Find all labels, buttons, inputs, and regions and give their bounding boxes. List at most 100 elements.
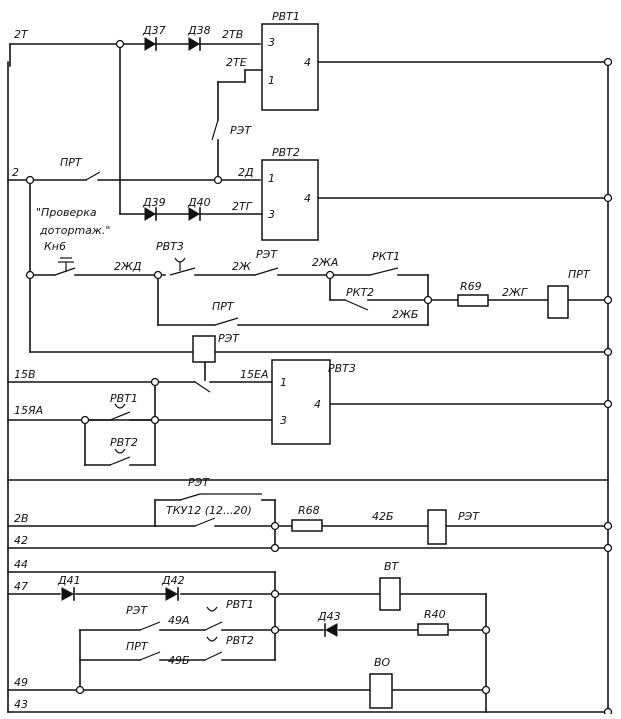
contact-rkt2: [344, 299, 369, 311]
pin-rvt2-4: 4: [304, 192, 311, 205]
label-ret-3: РЭТ: [188, 476, 210, 489]
relay-rvt1-box: [261, 23, 319, 111]
label-node-2TV: 2ТВ: [222, 28, 243, 41]
junction: [603, 57, 613, 67]
label-ret-1: РЭТ: [230, 124, 252, 137]
contact-ret-49a: [139, 621, 161, 631]
label-d37: Д37: [142, 24, 166, 37]
junction: [25, 175, 35, 185]
label-d41: Д41: [57, 574, 81, 587]
junction: [270, 589, 280, 599]
contact-rvt2-15: [109, 456, 131, 466]
labels: 2Т 2 15В 15ЯА 2В 42 44 47 49 43 2ТВ 2ТЕ …: [12, 10, 591, 711]
label-prt-3: ПРТ: [126, 640, 149, 653]
junction: [603, 543, 613, 553]
label-wire-2: 2: [12, 166, 19, 179]
coil-ret: [192, 335, 216, 363]
contact-ret-top: [211, 119, 219, 141]
junction: [270, 543, 280, 553]
label-node-2ZhB: 2ЖБ: [392, 308, 418, 321]
junction: [603, 295, 613, 305]
relay-rvt2-box: [261, 159, 319, 241]
label-prt-coil: ПРТ: [568, 268, 591, 281]
label-node-15EA: 15ЕА: [240, 368, 268, 381]
rvt1-arc: [114, 403, 126, 409]
label-d38: Д38: [187, 24, 211, 37]
label-vt: ВТ: [384, 560, 400, 573]
label-node-42B: 42Б: [372, 510, 394, 523]
label-rvt2-49: РВТ2: [226, 634, 254, 647]
label-tku: ТКУ12 (12...20): [166, 504, 252, 517]
contact-prt-49b: [139, 651, 161, 661]
junction: [603, 707, 613, 717]
label-wire-47: 47: [14, 580, 28, 593]
junction: [25, 270, 35, 280]
label-node-49B: 49Б: [168, 654, 190, 667]
contact-prt-bypass: [214, 317, 239, 326]
junction: [603, 521, 613, 531]
relay-rvt3-box: [271, 359, 331, 445]
label-node-2ZhD: 2ЖД: [114, 260, 142, 273]
pin-rvt1-1: 1: [268, 74, 275, 87]
label-wire-15B: 15В: [14, 368, 36, 381]
rvt1-49-arc: [206, 606, 218, 612]
junction: [80, 415, 90, 425]
junction: [270, 521, 280, 531]
coil-vo: [369, 673, 393, 709]
contact-ret-tku: [179, 493, 201, 501]
button-kn6: [54, 267, 76, 276]
contact-ret-15b: [194, 381, 211, 393]
contacts: [54, 119, 399, 661]
label-wire-42: 42: [14, 534, 28, 547]
label-d40: Д40: [187, 196, 211, 209]
label-node-2Zh: 2Ж: [232, 260, 252, 273]
contact-prt-top: [85, 171, 101, 181]
contact-rvt1-15: [109, 411, 131, 421]
junction: [75, 685, 85, 695]
label-rvt3-contact: РВТ3: [156, 240, 184, 253]
diode-d43: [324, 623, 338, 637]
contact-rkt1: [369, 267, 399, 276]
resistor-r68: [291, 519, 323, 532]
contact-rvt2-49b: [204, 651, 223, 661]
label-wire-2T: 2Т: [14, 28, 29, 41]
coil-vt: [379, 577, 401, 611]
label-node-2ZhG: 2ЖГ: [502, 286, 528, 299]
pin-rvt2-1: 1: [268, 172, 275, 185]
label-rvt3-relay: РВТ3: [328, 362, 356, 375]
label-prt-2: ПРТ: [212, 300, 235, 313]
label-d39: Д39: [142, 196, 166, 209]
resistor-r40: [417, 623, 449, 636]
label-wire-44: 44: [14, 558, 28, 571]
junction: [481, 685, 491, 695]
junction: [423, 295, 433, 305]
contact-ret-2zh: [254, 267, 279, 276]
pin-rvt2-3: 3: [268, 208, 275, 221]
rvt2-arc: [114, 448, 126, 454]
pin-rvt3-4: 4: [314, 398, 321, 411]
junction: [603, 399, 613, 409]
note-line2: доторmaж.": [39, 224, 110, 237]
resistor-r69: [457, 294, 489, 307]
contact-rvt1-49a: [204, 621, 223, 631]
junction: [115, 39, 125, 49]
junction: [150, 415, 160, 425]
contact-tku: [194, 517, 216, 527]
wires: [7, 43, 609, 713]
label-wire-2B: 2В: [14, 512, 29, 525]
label-r40: R40: [424, 608, 446, 621]
rvt3-arc: [174, 257, 186, 263]
label-node-2TE: 2ТЕ: [226, 56, 247, 69]
note-line1: "Проверка: [36, 206, 97, 219]
label-rkt2: РКТ2: [346, 286, 374, 299]
label-node-2D: 2Д: [238, 166, 254, 179]
label-rvt1-49: РВТ1: [226, 598, 254, 611]
coil-prt: [547, 285, 569, 319]
pin-rvt1-4: 4: [304, 56, 311, 69]
label-wire-15YaA: 15ЯА: [14, 404, 43, 417]
pin-rvt1-3: 3: [268, 36, 275, 49]
label-rvt1-contact: РВТ1: [110, 392, 138, 405]
label-ret-coil: РЭТ: [218, 332, 240, 345]
